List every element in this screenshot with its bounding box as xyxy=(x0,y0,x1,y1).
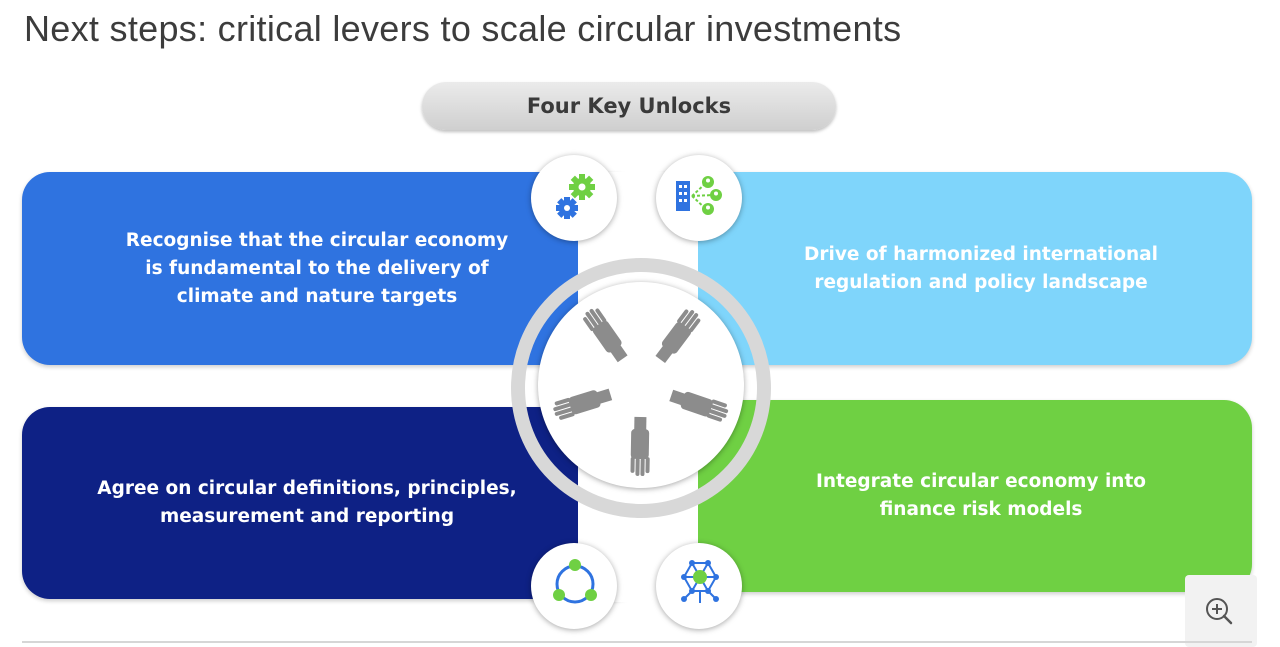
cycle-icon xyxy=(553,559,597,604)
network-gear-icon xyxy=(681,560,719,603)
zoom-in-icon xyxy=(1206,598,1233,625)
card-text: Recognise that the circular economy is f… xyxy=(125,229,509,307)
card-text: Agree on circular definitions, principle… xyxy=(97,478,517,527)
building-network-icon-badge xyxy=(656,155,742,241)
bottom-divider xyxy=(22,641,1252,643)
four-key-unlocks-label: Four Key Unlocks xyxy=(422,82,836,130)
center-hub xyxy=(538,282,744,488)
card-text: Integrate circular economy into finance … xyxy=(815,471,1147,520)
cycle-icon-badge xyxy=(531,543,617,629)
gears-icon-badge xyxy=(531,155,617,241)
gears-icon xyxy=(556,174,595,219)
building-network-icon xyxy=(676,176,722,215)
card-text: Drive of harmonized international regula… xyxy=(804,243,1158,293)
zoom-in-button[interactable] xyxy=(1185,575,1257,647)
unlocks-label-text: Four Key Unlocks xyxy=(526,94,732,118)
hands-together-icon xyxy=(553,308,729,477)
network-gear-icon-badge xyxy=(656,543,742,629)
page-title: Next steps: critical levers to scale cir… xyxy=(24,8,902,49)
